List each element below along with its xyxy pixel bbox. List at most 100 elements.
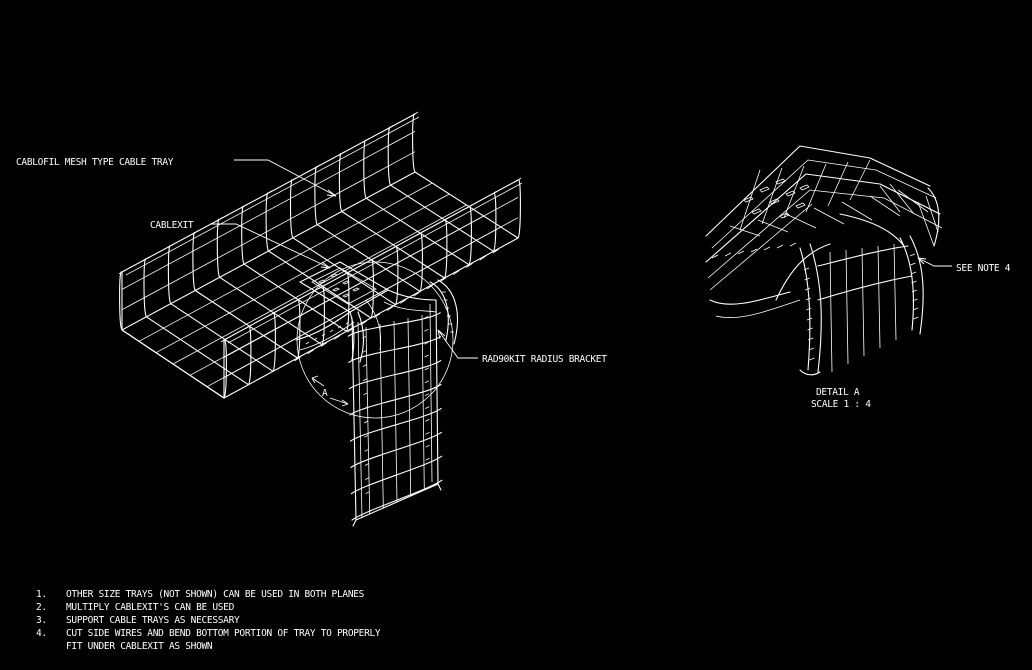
detail-bracket-slot: [803, 267, 810, 271]
detail-slot: [711, 254, 719, 259]
see-note-callout: SEE NOTE 4: [917, 257, 1011, 274]
drop-side-rail: [357, 321, 363, 519]
detail-rib: [917, 195, 939, 247]
cablexit-hole: [332, 287, 340, 292]
detail-a-view: [705, 145, 943, 376]
detail-bracket-slot: [912, 298, 918, 302]
note-3-number: 3.: [36, 615, 47, 626]
detail-arch: [775, 243, 831, 301]
cablexit-plate-inner: [311, 267, 377, 305]
drop-side-rail: [429, 303, 433, 483]
detail-bracket-slot: [804, 277, 810, 281]
drop-cross-wire: [349, 407, 442, 442]
drop-slot: [425, 419, 430, 422]
detail-radius-bracket: [799, 247, 811, 371]
bracket-callout: RAD90KIT RADIUS BRACKET: [437, 329, 608, 365]
detail-radius-bracket: [899, 237, 914, 331]
tray-cross-wire: [338, 152, 448, 279]
cablexit-hole: [330, 273, 338, 278]
tray-wire-end: [216, 216, 223, 222]
tray-cross-wire: [216, 218, 325, 346]
detail-curve: [709, 291, 791, 305]
detail-plate-hole: [743, 196, 754, 203]
drop-slot: [363, 392, 368, 396]
detail-radius-bracket: [909, 235, 924, 335]
tray-slot: [400, 299, 407, 304]
cablexit-label: CABLEXIT: [150, 220, 194, 231]
tray-slot: [307, 349, 314, 355]
radius-bracket-curve: [383, 301, 437, 313]
detail-plate-hole: [751, 208, 762, 215]
drop-mesh-wire: [407, 317, 412, 497]
detail-bracket-slot: [806, 317, 813, 321]
radius-bracket-curve: [357, 311, 365, 363]
general-notes: 1. OTHER SIZE TRAYS (NOT SHOWN) CAN BE U…: [36, 589, 381, 652]
tray-wire-end: [318, 284, 326, 290]
tray-slot: [333, 335, 341, 340]
cablexit-hole: [342, 280, 350, 285]
drop-side-rail: [435, 299, 439, 485]
drop-mesh-wire: [421, 314, 425, 491]
radius-bracket-curve: [365, 299, 382, 351]
tray-cross-wire: [412, 113, 521, 239]
drop-slot: [425, 444, 430, 448]
tray-slot: [413, 291, 420, 297]
tray-slot: [439, 277, 447, 283]
tray-wall-wire: [121, 151, 416, 311]
drop-bottom-end: [352, 483, 442, 527]
detail-vertical-wire: [877, 245, 881, 349]
detail-slot: [750, 248, 758, 253]
cablexit-hole: [342, 293, 350, 298]
detail-cross-wire: [813, 207, 845, 225]
bracket-slot: [313, 337, 318, 341]
drop-slot: [364, 434, 369, 438]
drop-slot: [425, 457, 430, 461]
detail-cross-wire: [849, 159, 871, 201]
tray-wire-end: [167, 243, 175, 249]
detail-cross-wire: [897, 189, 929, 213]
note-1-text: OTHER SIZE TRAYS (NOT SHOWN) CAN BE USED…: [66, 589, 365, 600]
tray-cross-wire: [289, 179, 399, 306]
tray-wall-wire: [223, 217, 519, 379]
detail-bracket-slot: [910, 262, 916, 266]
detail-plate-hole: [759, 186, 770, 193]
drop-slot: [362, 364, 368, 367]
detail-bracket-slot: [909, 253, 916, 257]
detail-a-marker: A: [311, 375, 349, 407]
tray-wire-end: [490, 190, 497, 196]
drop-cross-wire: [349, 383, 442, 416]
drop-slot: [424, 380, 430, 384]
detail-bracket-slot: [911, 289, 918, 293]
tray-slot: [479, 255, 486, 261]
tray-cross-wire: [143, 258, 252, 386]
detail-plate-hole: [769, 198, 780, 205]
tray-top-rail-inner: [227, 182, 523, 344]
drop-slot: [365, 477, 370, 480]
cablexit-fitting: [295, 261, 458, 363]
detail-arch: [839, 213, 905, 247]
detail-plate-hole: [795, 202, 806, 209]
tray-label: CABLOFIL MESH TYPE CABLE TRAY: [16, 157, 174, 168]
tray-wire-end: [387, 124, 394, 130]
tray-wall-wire: [121, 131, 416, 290]
drop-slot: [424, 316, 429, 319]
drop-slot: [363, 378, 368, 381]
tray-wire-end: [240, 203, 248, 209]
detail-vertical-wire: [893, 243, 897, 341]
tray-slot: [453, 270, 460, 275]
note-4-text: CUT SIDE WIRES AND BEND BOTTOM PORTION O…: [66, 628, 381, 639]
drop-slot: [424, 393, 430, 397]
detail-slot: [724, 252, 732, 257]
detail-horizontal-wire: [817, 275, 913, 301]
tray-cross-wire: [192, 231, 301, 359]
tray-cross-wire: [167, 245, 276, 372]
detail-tray-edge: [711, 159, 937, 249]
detail-horizontal-wire: [817, 245, 909, 267]
detail-vertical-wire: [861, 247, 865, 357]
cablexit-hole: [352, 287, 360, 292]
drop-slot: [424, 341, 429, 345]
tray-cross-wire: [363, 139, 472, 266]
tray-slot: [426, 284, 434, 290]
tray-wire-end: [245, 324, 252, 330]
